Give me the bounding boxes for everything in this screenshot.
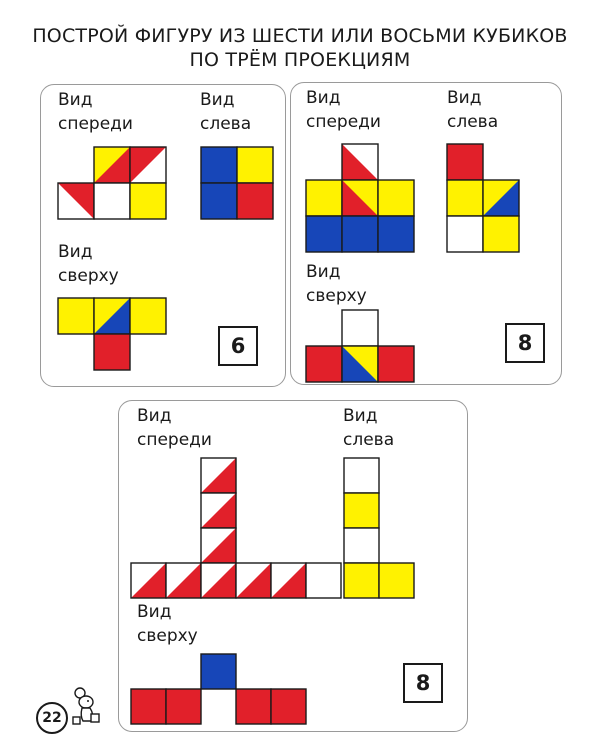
- top-view-label-word2: сверху: [58, 266, 119, 286]
- page-title-line-1: ПОСТРОЙ ФИГУРУ ИЗ ШЕСТИ ИЛИ ВОСЬМИ КУБИК…: [32, 25, 568, 47]
- left-view-label-word1: Вид: [343, 406, 378, 426]
- front-view-label-word1: Вид: [137, 406, 172, 426]
- left-view-grid: [200, 146, 274, 220]
- cube-face-cell: [200, 146, 238, 184]
- top-view-label-word1: Вид: [137, 602, 172, 622]
- cube-face-cell: [341, 345, 379, 383]
- page-number: 22: [36, 702, 68, 734]
- cube-count-badge: 8: [403, 663, 443, 703]
- cube-face-cell: [235, 688, 272, 725]
- cube-face-cell: [482, 215, 520, 253]
- cube-face-cell: [446, 143, 484, 181]
- cube-face-cell: [200, 182, 238, 220]
- cube-face-cell: [270, 562, 307, 599]
- cube-face-cell: [378, 562, 415, 599]
- cube-face-cell: [57, 182, 95, 220]
- top-view-grid: [130, 653, 307, 725]
- left-view-label-word2: слева: [200, 114, 252, 134]
- cube-face-cell: [200, 653, 237, 690]
- cube-face-cell: [129, 146, 167, 184]
- cube-face-cell: [305, 562, 342, 599]
- cube-face-cell: [341, 215, 379, 253]
- cube-face-cell: [165, 562, 202, 599]
- top-view-label-word1: Вид: [306, 262, 341, 282]
- left-view-grid: [446, 143, 520, 253]
- cube-face-cell: [343, 527, 380, 564]
- top-view-grid: [305, 309, 415, 383]
- front-view-label-word1: Вид: [306, 88, 341, 108]
- cube-face-cell: [93, 333, 131, 371]
- cube-face-cell: [236, 146, 274, 184]
- cube-face-cell: [377, 345, 415, 383]
- cube-face-cell: [165, 688, 202, 725]
- front-view-label-word2: спереди: [58, 114, 133, 134]
- left-view-label-word1: Вид: [447, 88, 482, 108]
- puzzle-panel-3: Вид спереди Вид слева Вид сверху 8: [118, 400, 468, 732]
- cube-face-cell: [341, 143, 379, 181]
- cube-count-badge: 8: [505, 323, 545, 363]
- cube-face-cell: [93, 297, 131, 335]
- cube-face-cell: [93, 182, 131, 220]
- cube-face-cell: [200, 562, 237, 599]
- cube-face-cell: [57, 297, 95, 335]
- front-view-label-word1: Вид: [58, 90, 93, 110]
- cube-face-cell: [129, 182, 167, 220]
- front-view-grid: [130, 457, 342, 599]
- top-view-grid: [57, 297, 167, 371]
- cube-count-badge: 6: [218, 326, 258, 366]
- cube-face-cell: [129, 297, 167, 335]
- page-title-line-2: ПО ТРЁМ ПРОЕКЦИЯМ: [189, 49, 411, 71]
- cube-face-cell: [377, 215, 415, 253]
- cube-face-cell: [446, 179, 484, 217]
- cube-face-cell: [305, 345, 343, 383]
- top-view-label-word2: сверху: [137, 626, 198, 646]
- cube-face-cell: [200, 492, 237, 529]
- left-view-grid: [343, 457, 415, 599]
- cube-face-cell: [130, 688, 167, 725]
- cube-face-cell: [305, 215, 343, 253]
- front-view-label-word2: спереди: [306, 112, 381, 132]
- cube-face-cell: [341, 179, 379, 217]
- top-view-label-word2: сверху: [306, 286, 367, 306]
- cube-face-cell: [482, 179, 520, 217]
- left-view-label-word2: слева: [447, 112, 499, 132]
- front-view-grid: [305, 143, 415, 253]
- cube-face-cell: [343, 492, 380, 529]
- top-view-label-word1: Вид: [58, 242, 93, 262]
- cube-face-cell: [200, 457, 237, 494]
- cube-face-cell: [235, 562, 272, 599]
- cube-face-cell: [130, 562, 167, 599]
- cube-face-cell: [305, 179, 343, 217]
- cube-face-cell: [270, 688, 307, 725]
- cube-face-cell: [341, 309, 379, 347]
- cube-face-cell: [93, 146, 131, 184]
- cube-face-cell: [200, 527, 237, 564]
- puzzle-panel-2: Вид спереди Вид слева Вид сверху 8: [290, 82, 562, 385]
- cube-face-cell: [343, 562, 380, 599]
- puzzle-panel-1: Вид спереди Вид слева Вид сверху 6: [40, 84, 286, 387]
- mouse-mascot-icon: [72, 687, 100, 725]
- left-view-label-word2: слева: [343, 430, 395, 450]
- cube-face-cell: [236, 182, 274, 220]
- cube-face-cell: [343, 457, 380, 494]
- front-view-grid: [57, 146, 167, 220]
- front-view-label-word2: спереди: [137, 430, 212, 450]
- cube-face-cell: [377, 179, 415, 217]
- left-view-label-word1: Вид: [200, 90, 235, 110]
- cube-face-cell: [446, 215, 484, 253]
